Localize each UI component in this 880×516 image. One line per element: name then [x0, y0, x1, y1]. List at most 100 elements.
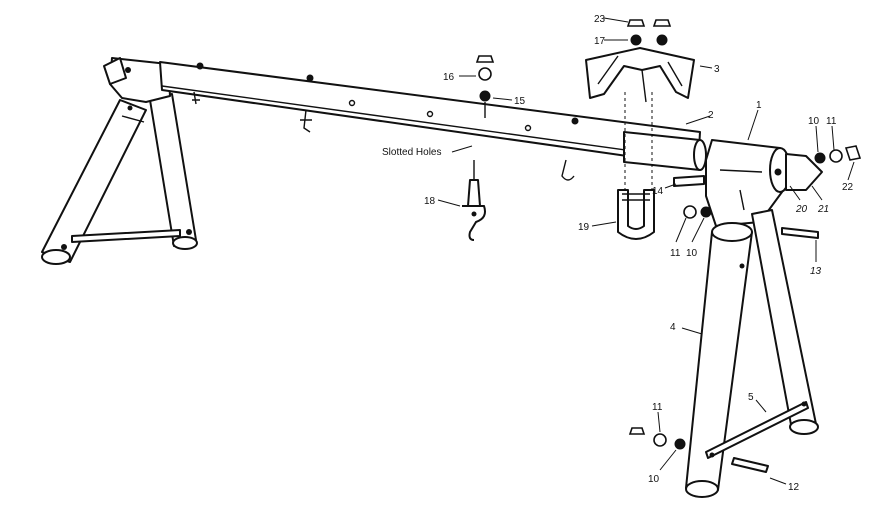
end-cap-bolt: [774, 168, 782, 176]
nut-11-lower: [653, 433, 667, 447]
label-1: 1: [756, 100, 762, 111]
leader-10b: [815, 125, 819, 153]
leader-23: [603, 17, 629, 23]
bracket-cap-nut: [626, 19, 646, 27]
washer-10-right: [814, 152, 826, 164]
label-21: 21: [817, 204, 829, 215]
bolt-14: [673, 175, 705, 187]
top-bar-bolt: [306, 74, 314, 82]
label-3: 3: [714, 64, 720, 75]
label-11a: 11: [670, 248, 681, 259]
top-bracket-assembly: [585, 19, 695, 240]
leader-12: [769, 477, 787, 485]
bracket-cap-nut: [652, 19, 672, 27]
right-brace-bolt: [709, 452, 715, 458]
label-10a: 10: [686, 248, 698, 259]
leader-10a: [691, 217, 705, 243]
left-brace: [71, 229, 181, 243]
u-bolt: [617, 189, 655, 240]
right-leg-hole: [739, 263, 745, 269]
right-corner-fitting: [705, 139, 823, 227]
bracket-nut: [630, 34, 642, 46]
left-front-leg: [41, 99, 147, 263]
label-23: 23: [594, 14, 606, 25]
label-19: 19: [578, 222, 590, 233]
left-a-frame: [41, 57, 198, 265]
cap-nut-lower: [628, 427, 646, 435]
nut-11-right: [829, 149, 843, 163]
leader-slotted: [451, 145, 473, 153]
leader-4: [681, 327, 703, 335]
right-a-frame: [685, 209, 819, 498]
left-leg-collar: [121, 115, 145, 123]
top-bar-hole: [348, 99, 356, 107]
label-13: 13: [810, 266, 822, 277]
left-end-bolt: [125, 67, 131, 73]
leader-11c: [657, 411, 661, 433]
right-brace: [705, 401, 809, 459]
leader-lines: [437, 17, 855, 485]
label-12: 12: [788, 482, 800, 493]
leader-18: [437, 199, 461, 207]
corner-fitting-detail: [719, 169, 763, 211]
cap-nut-22: [844, 145, 862, 161]
top-bracket-detail: [597, 55, 683, 103]
swing-hook-eye: [471, 211, 477, 217]
top-bracket: [585, 47, 695, 99]
swing-hanger: [561, 159, 575, 181]
top-bar-bolt: [196, 62, 204, 70]
bolt-12: [731, 457, 769, 473]
bolt-13: [781, 227, 819, 239]
left-brace-bolt: [61, 244, 67, 250]
right-front-leg-foot: [685, 480, 719, 498]
swing-hook-assembly: [462, 160, 486, 241]
swing-hook: [462, 205, 486, 241]
left-bracket-hole: [127, 105, 133, 111]
label-17: 17: [594, 36, 606, 47]
label-18: 18: [424, 196, 436, 207]
leader-5: [755, 399, 767, 413]
bracket-nut: [656, 34, 668, 46]
leader-2: [685, 115, 711, 125]
part-labels: 23 17 3 16 15 2 1 Slotted Holes 18 19 14…: [382, 14, 854, 493]
leader-3: [699, 65, 713, 69]
washer-15: [479, 90, 491, 102]
leader-1: [747, 109, 759, 141]
label-4: 4: [670, 322, 676, 333]
leader-21: [811, 185, 823, 201]
right-front-leg-top: [711, 222, 753, 242]
label-16: 16: [443, 72, 455, 83]
end-cap: [785, 153, 823, 191]
label-5: 5: [748, 392, 754, 403]
top-bar: [159, 61, 707, 181]
u-bolt-thread: [617, 190, 655, 206]
left-brace-bolt-rear: [186, 229, 192, 235]
top-bar-shade: [161, 85, 699, 161]
swing-hanger: [192, 91, 200, 105]
label-14: 14: [652, 186, 664, 197]
label-20: 20: [795, 204, 808, 215]
label-11b: 11: [826, 116, 837, 127]
hook-bolt: [467, 179, 481, 207]
top-bar-hole: [524, 124, 532, 132]
label-11c: 11: [652, 402, 663, 413]
left-end-cap: [103, 57, 127, 85]
nut-16: [478, 67, 492, 81]
left-rear-leg: [149, 93, 197, 247]
washer-10-lower: [674, 438, 686, 450]
right-rear-leg: [751, 209, 817, 431]
label-15: 15: [514, 96, 526, 107]
label-10b: 10: [808, 116, 820, 127]
label-10c: 10: [648, 474, 660, 485]
leader-11b: [831, 125, 835, 151]
leader-19: [591, 221, 617, 227]
leader-11a: [675, 217, 687, 243]
label-22: 22: [842, 182, 854, 193]
washer-10: [700, 206, 712, 218]
bolt-cap-16: [475, 55, 495, 63]
hardware: [475, 55, 862, 473]
top-bar-bolt: [571, 117, 579, 125]
leader-22: [847, 161, 855, 181]
right-brace-bolt-rear: [801, 401, 807, 407]
